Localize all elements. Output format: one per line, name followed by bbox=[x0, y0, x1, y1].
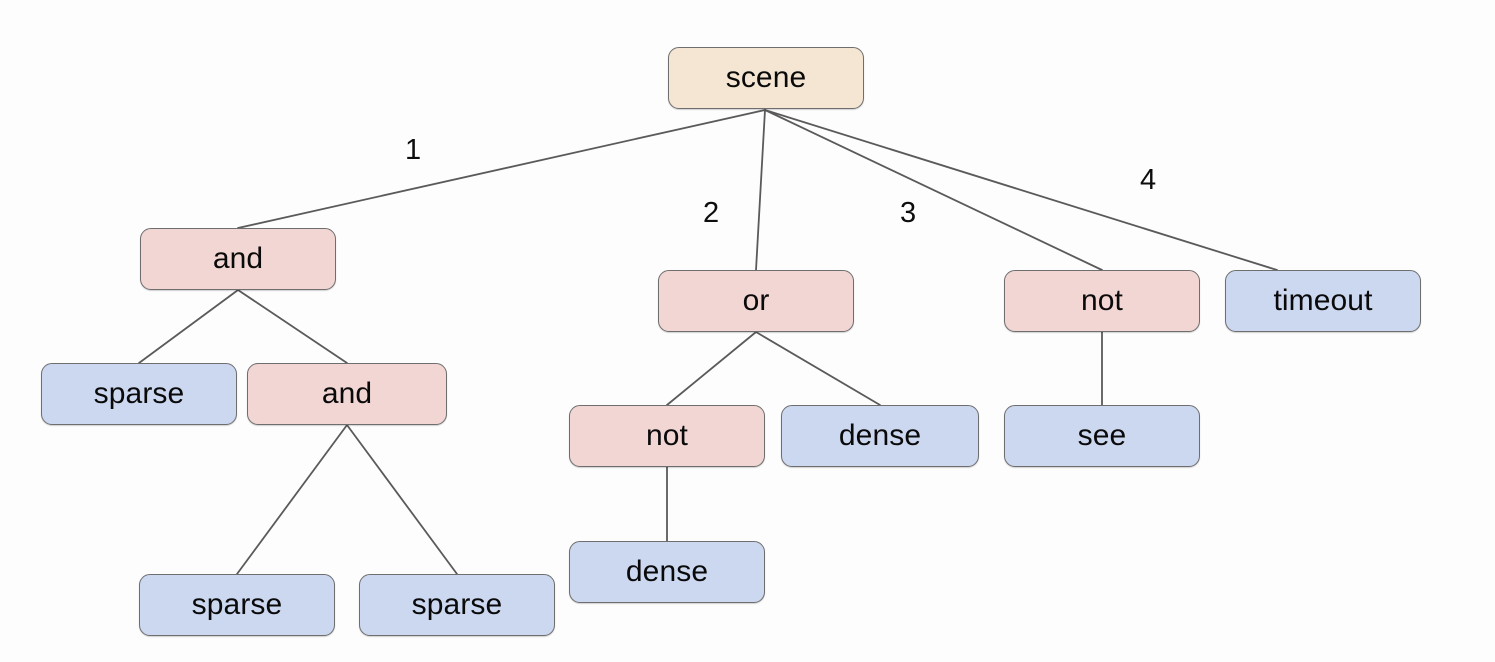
tree-node-label: and bbox=[212, 242, 264, 275]
tree-node-or1[interactable]: or bbox=[658, 270, 854, 332]
tree-node-not2[interactable]: not bbox=[569, 405, 765, 467]
tree-node-sparse1[interactable]: sparse bbox=[41, 363, 237, 425]
tree-node-label: sparse bbox=[191, 588, 283, 621]
edge-label-1: 1 bbox=[405, 134, 422, 166]
tree-node-dense2[interactable]: dense bbox=[569, 541, 765, 603]
tree-node-label: not bbox=[645, 419, 688, 452]
tree-node-and1[interactable]: and bbox=[140, 228, 336, 290]
tree-node-not1[interactable]: not bbox=[1004, 270, 1200, 332]
edge-label-4: 4 bbox=[1140, 164, 1157, 196]
tree-edge-and2-sparse2 bbox=[236, 424, 348, 575]
tree-edge-scene-or1 bbox=[755, 109, 766, 271]
tree-node-sparse3[interactable]: sparse bbox=[359, 574, 555, 636]
tree-edge-scene-not1 bbox=[764, 109, 1103, 271]
tree-node-label: see bbox=[1077, 419, 1127, 452]
tree-edge-and2-sparse3 bbox=[346, 424, 458, 575]
tree-node-label: dense bbox=[625, 555, 709, 588]
tree-edge-or1-not2 bbox=[666, 331, 757, 406]
tree-node-label: not bbox=[1080, 284, 1123, 317]
tree-node-label: sparse bbox=[93, 377, 185, 410]
tree-edge-scene-and1 bbox=[237, 109, 766, 229]
tree-node-scene[interactable]: scene bbox=[668, 47, 864, 109]
edge-label-3: 3 bbox=[900, 197, 917, 229]
tree-node-label: sparse bbox=[411, 588, 503, 621]
tree-node-label: or bbox=[742, 284, 770, 317]
tree-node-sparse2[interactable]: sparse bbox=[139, 574, 335, 636]
tree-edge-and1-sparse1 bbox=[138, 289, 239, 364]
tree-node-label: dense bbox=[838, 419, 922, 452]
edge-label-2: 2 bbox=[703, 197, 720, 229]
tree-node-label: and bbox=[321, 377, 373, 410]
tree-edge-or1-dense1 bbox=[755, 331, 881, 406]
tree-node-timeout[interactable]: timeout bbox=[1225, 270, 1421, 332]
tree-edge-scene-timeout bbox=[764, 109, 1278, 271]
tree-edge-and1-and2 bbox=[237, 289, 348, 364]
tree-node-and2[interactable]: and bbox=[247, 363, 447, 425]
tree-node-dense1[interactable]: dense bbox=[781, 405, 979, 467]
tree-node-label: scene bbox=[725, 61, 807, 94]
tree-node-label: timeout bbox=[1273, 284, 1373, 317]
tree-node-see[interactable]: see bbox=[1004, 405, 1200, 467]
